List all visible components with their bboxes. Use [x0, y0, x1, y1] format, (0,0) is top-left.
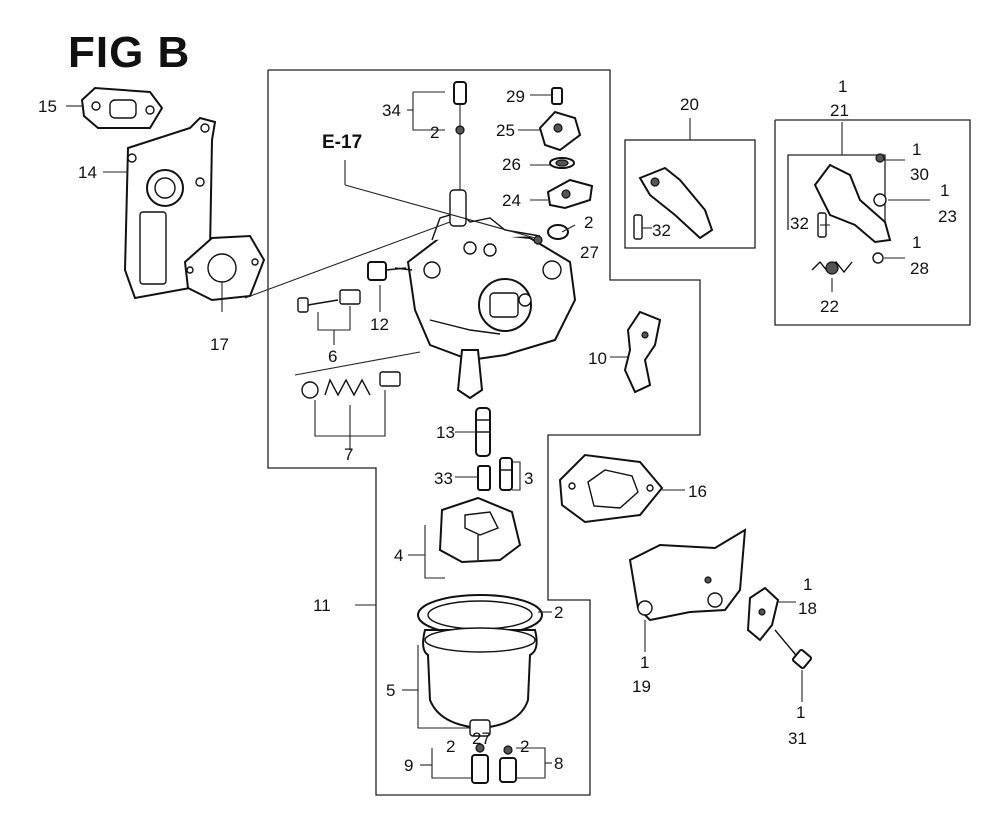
callout-1-clip: 1: [803, 575, 812, 594]
spring-part-22: [811, 260, 853, 275]
callout-25: 25: [496, 121, 515, 140]
gasket-part-17: [183, 234, 266, 302]
callout-24: 24: [502, 191, 521, 210]
pilot-screw-part-12: [367, 261, 407, 281]
callout-7: 7: [344, 445, 353, 464]
float-bowl-part-5: [422, 627, 538, 737]
callout-30: 30: [910, 165, 929, 184]
leader-lines: [66, 91, 930, 779]
float-arm-part-10: [623, 310, 662, 394]
callout-32-kit20: 32: [652, 221, 671, 240]
drain-screw-part-9: [471, 743, 489, 784]
callout-1-28: 1: [912, 233, 921, 252]
reference-e17: E-17: [322, 132, 362, 153]
callout-23: 23: [938, 207, 957, 226]
float-part-4: [438, 496, 522, 564]
gasket-part-16: [558, 453, 664, 524]
jet-tube-part-13: [475, 407, 491, 457]
choke-plate-part-25: [538, 110, 582, 152]
callout-13: 13: [436, 423, 455, 442]
callout-labels: E-17 15 14 17 34 2 29 25 26 24 2 27 12 6…: [38, 77, 957, 775]
callout-9: 9: [404, 756, 413, 775]
callout-1-bracket: 1: [640, 653, 649, 672]
insulator-part-14: [123, 116, 217, 300]
callout-19: 19: [632, 677, 651, 696]
washer-part-27: [533, 224, 569, 245]
callout-32-kit21: 32: [790, 214, 809, 233]
bolt-part-31: [774, 629, 813, 670]
callout-26: 26: [502, 155, 521, 174]
callout-28: 28: [910, 259, 929, 278]
callout-2-screw: 2: [430, 123, 439, 142]
needle-part-3: [499, 457, 513, 491]
callout-6: 6: [328, 347, 337, 366]
callout-16: 16: [688, 482, 707, 501]
callout-31: 31: [788, 729, 807, 748]
callout-33: 33: [434, 469, 453, 488]
callout-18: 18: [798, 599, 817, 618]
lever-part-24: [546, 178, 594, 210]
callout-20: 20: [680, 95, 699, 114]
screw-part-34: [453, 81, 467, 190]
kit-21-lever: [813, 153, 892, 264]
callout-27-bottom: 27: [472, 729, 491, 748]
clip-part-18: [746, 586, 780, 642]
callout-2-washer: 2: [584, 213, 593, 232]
callout-27: 27: [580, 243, 599, 262]
callout-2-bowl-gasket: 2: [554, 603, 563, 622]
callout-1-30: 1: [912, 140, 921, 159]
bracket-part-19: [628, 528, 747, 622]
callout-2-drain-right: 2: [520, 737, 529, 756]
screw-set-part-6: [297, 289, 361, 313]
carburetor-assembly-boundary: [267, 69, 701, 796]
spring-set-part-7: [294, 351, 421, 399]
callout-10: 10: [588, 349, 607, 368]
float-bowl-gasket-part-2: [417, 594, 543, 636]
callout-8: 8: [554, 754, 563, 773]
screw-part-29: [551, 87, 563, 105]
callout-34: 34: [382, 101, 401, 120]
gasket-part-15: [80, 86, 164, 129]
callout-1-23: 1: [940, 181, 949, 200]
callout-14: 14: [78, 163, 97, 182]
spring-part-26: [549, 157, 575, 169]
callout-11: 11: [313, 596, 331, 615]
callout-2-drain-left: 2: [446, 737, 455, 756]
callout-1-bolt: 1: [796, 703, 805, 722]
kit-20-arm: [633, 166, 714, 240]
callout-15: 15: [38, 97, 57, 116]
carburetor-body: [394, 189, 577, 400]
bolt-part-8: [499, 745, 517, 783]
main-jet-part-33: [477, 465, 491, 491]
kit-21-inner-bracket: [787, 154, 886, 230]
callout-22: 22: [820, 297, 839, 316]
callout-3: 3: [524, 469, 533, 488]
callout-1-kit21: 1: [838, 77, 847, 96]
callout-12: 12: [370, 315, 389, 334]
callout-29: 29: [506, 87, 525, 106]
callout-21: 21: [830, 101, 849, 120]
callout-17: 17: [210, 335, 229, 354]
figure-title: FIG B: [68, 28, 191, 77]
callout-4: 4: [394, 546, 403, 565]
callout-5: 5: [386, 681, 395, 700]
kit-21-box: [774, 119, 971, 326]
